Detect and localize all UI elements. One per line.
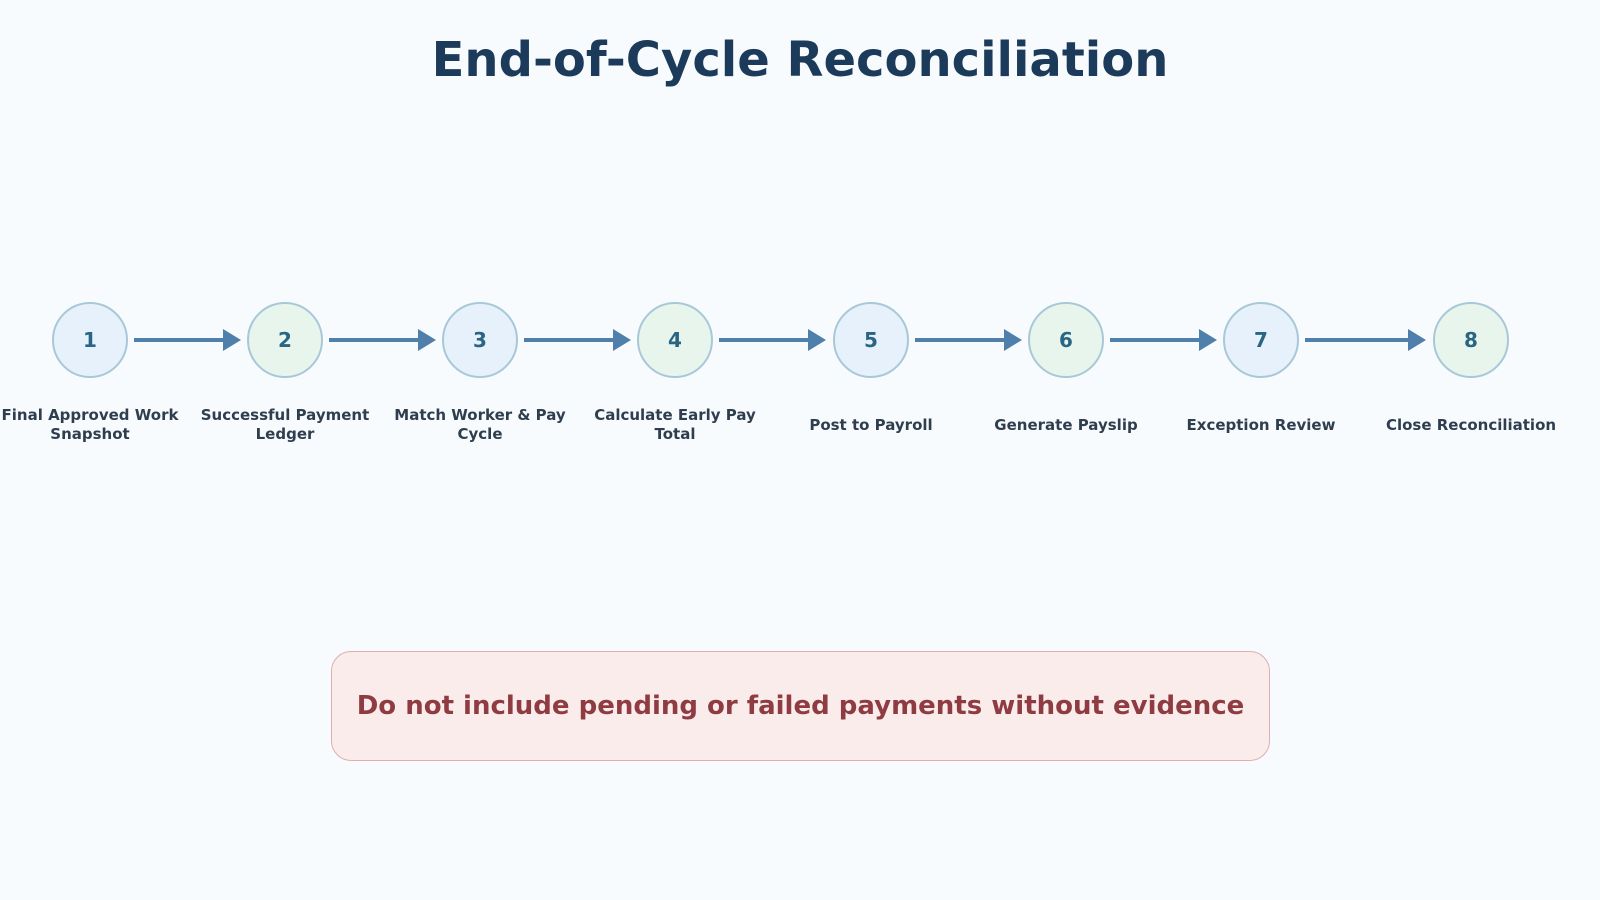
step-label-2: Successful Payment Ledger: [200, 406, 370, 443]
step-number: 3: [473, 328, 487, 352]
step-node-5: 5: [833, 302, 909, 378]
step-node-2: 2: [247, 302, 323, 378]
step-label-1: Final Approved Work Snapshot: [1, 406, 179, 443]
step-node-6: 6: [1028, 302, 1104, 378]
step-label-8: Close Reconciliation: [1385, 415, 1557, 434]
arrow-2-to-3: [329, 329, 436, 351]
step-number: 8: [1464, 328, 1478, 352]
step-number: 5: [864, 328, 878, 352]
arrow-6-to-7: [1110, 329, 1217, 351]
step-node-1: 1: [52, 302, 128, 378]
warning-text: Do not include pending or failed payment…: [356, 691, 1245, 721]
step-number: 2: [278, 328, 292, 352]
step-node-4: 4: [637, 302, 713, 378]
warning-callout: Do not include pending or failed payment…: [331, 651, 1270, 761]
step-number: 7: [1254, 328, 1268, 352]
step-number: 4: [668, 328, 682, 352]
arrow-7-to-8: [1305, 329, 1426, 351]
arrow-3-to-4: [524, 329, 631, 351]
step-label-3: Match Worker & Pay Cycle: [394, 406, 566, 443]
step-node-8: 8: [1433, 302, 1509, 378]
page-title: End-of-Cycle Reconciliation: [431, 32, 1169, 88]
arrow-4-to-5: [719, 329, 826, 351]
step-number: 1: [83, 328, 97, 352]
arrow-1-to-2: [134, 329, 241, 351]
step-label-5: Post to Payroll: [809, 415, 933, 434]
step-label-6: Generate Payslip: [994, 415, 1138, 434]
step-number: 6: [1059, 328, 1073, 352]
step-node-3: 3: [442, 302, 518, 378]
step-label-7: Exception Review: [1186, 415, 1336, 434]
step-label-4: Calculate Early Pay Total: [594, 406, 756, 443]
step-node-7: 7: [1223, 302, 1299, 378]
arrow-5-to-6: [915, 329, 1022, 351]
